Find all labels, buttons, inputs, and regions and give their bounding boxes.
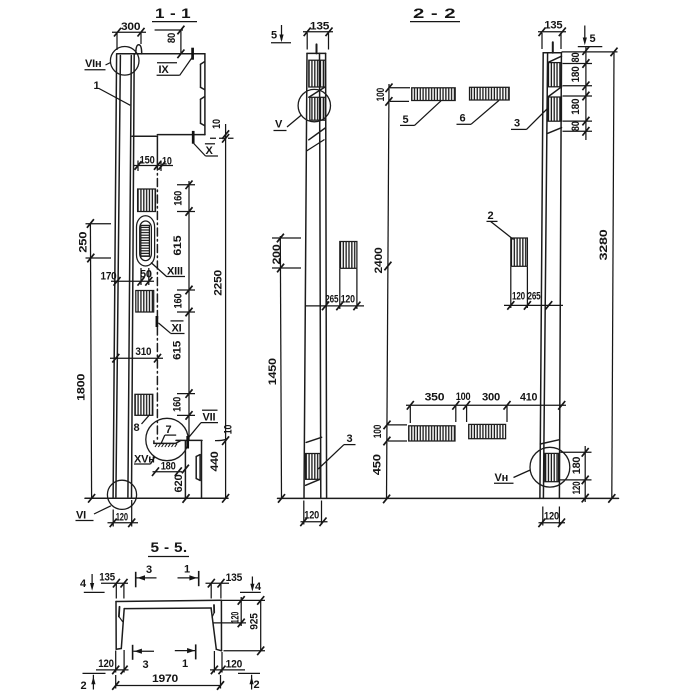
- svg-text:1: 1: [182, 658, 188, 670]
- svg-text:350: 350: [425, 392, 445, 404]
- svg-text:265: 265: [528, 291, 541, 303]
- svg-text:120: 120: [341, 294, 355, 306]
- svg-text:3: 3: [143, 659, 149, 671]
- svg-text:5: 5: [590, 33, 596, 45]
- svg-text:2400: 2400: [373, 247, 385, 273]
- svg-text:XVн: XVн: [134, 454, 155, 466]
- svg-text:100: 100: [375, 88, 387, 102]
- svg-text:410: 410: [520, 392, 537, 404]
- svg-text:3: 3: [146, 564, 152, 576]
- svg-text:120: 120: [98, 658, 114, 670]
- svg-text:120: 120: [544, 511, 559, 523]
- svg-text:170: 170: [101, 271, 117, 283]
- svg-text:2: 2: [488, 210, 494, 222]
- svg-text:2: 2: [254, 679, 260, 691]
- svg-text:925: 925: [248, 613, 260, 630]
- svg-text:VI: VI: [76, 510, 86, 522]
- svg-text:615: 615: [172, 236, 184, 256]
- svg-text:200: 200: [271, 244, 283, 264]
- svg-text:5: 5: [271, 30, 277, 42]
- svg-text:VIн: VIн: [85, 58, 101, 70]
- svg-text:2250: 2250: [212, 270, 224, 296]
- svg-text:180: 180: [570, 66, 582, 82]
- svg-text:620: 620: [173, 474, 185, 492]
- svg-text:120: 120: [304, 510, 319, 522]
- svg-text:6: 6: [460, 113, 466, 125]
- svg-text:1: 1: [184, 564, 190, 576]
- svg-text:120: 120: [226, 659, 243, 671]
- svg-text:160: 160: [173, 293, 185, 308]
- svg-text:440: 440: [209, 451, 221, 471]
- svg-text:135: 135: [310, 21, 329, 33]
- svg-text:10: 10: [162, 156, 172, 168]
- svg-text:300: 300: [482, 392, 500, 404]
- svg-text:5 - 5.: 5 - 5.: [151, 540, 188, 555]
- svg-text:310: 310: [135, 346, 151, 358]
- svg-text:1450: 1450: [267, 358, 279, 385]
- svg-text:1 - 1: 1 - 1: [155, 6, 191, 21]
- svg-text:2: 2: [81, 680, 87, 692]
- svg-text:135: 135: [226, 572, 243, 584]
- svg-text:50: 50: [140, 269, 152, 281]
- svg-text:120: 120: [512, 291, 525, 303]
- svg-text:180: 180: [161, 461, 176, 473]
- svg-text:80: 80: [570, 52, 582, 62]
- svg-text:3: 3: [347, 433, 353, 445]
- svg-text:120: 120: [229, 612, 241, 623]
- svg-text:V: V: [275, 119, 283, 131]
- svg-text:135: 135: [544, 20, 562, 32]
- svg-text:3: 3: [514, 118, 520, 130]
- svg-text:300: 300: [121, 21, 140, 33]
- svg-text:450: 450: [371, 454, 383, 475]
- svg-text:1: 1: [94, 80, 100, 92]
- svg-text:265: 265: [325, 294, 338, 306]
- svg-text:3280: 3280: [598, 229, 610, 260]
- svg-text:615: 615: [172, 341, 184, 360]
- svg-text:Vн: Vн: [495, 472, 509, 484]
- svg-text:7: 7: [166, 424, 172, 436]
- svg-text:80: 80: [166, 33, 178, 43]
- svg-text:5: 5: [403, 114, 409, 126]
- svg-text:4: 4: [255, 581, 262, 593]
- svg-text:160: 160: [173, 191, 185, 206]
- svg-text:160: 160: [172, 397, 184, 412]
- svg-text:250: 250: [78, 232, 90, 253]
- svg-text:2 - 2: 2 - 2: [413, 6, 456, 21]
- svg-text:1800: 1800: [75, 374, 87, 401]
- svg-text:10: 10: [211, 119, 223, 129]
- svg-text:1970: 1970: [152, 673, 178, 685]
- svg-text:100: 100: [456, 391, 471, 403]
- svg-text:100: 100: [372, 425, 384, 439]
- svg-text:8: 8: [134, 422, 140, 434]
- svg-text:180: 180: [571, 457, 583, 475]
- svg-text:135: 135: [99, 572, 115, 584]
- svg-text:X: X: [206, 145, 214, 157]
- svg-text:10: 10: [222, 425, 234, 435]
- svg-text:VII: VII: [203, 412, 216, 424]
- svg-text:120: 120: [116, 512, 128, 524]
- svg-text:120: 120: [571, 482, 583, 495]
- svg-text:XI: XI: [172, 323, 182, 335]
- svg-text:4: 4: [80, 578, 87, 590]
- svg-text:80: 80: [570, 121, 582, 131]
- svg-text:180: 180: [570, 99, 582, 115]
- svg-text:150: 150: [140, 155, 155, 167]
- svg-text:IX: IX: [159, 64, 170, 76]
- svg-text:XIII: XIII: [167, 266, 183, 278]
